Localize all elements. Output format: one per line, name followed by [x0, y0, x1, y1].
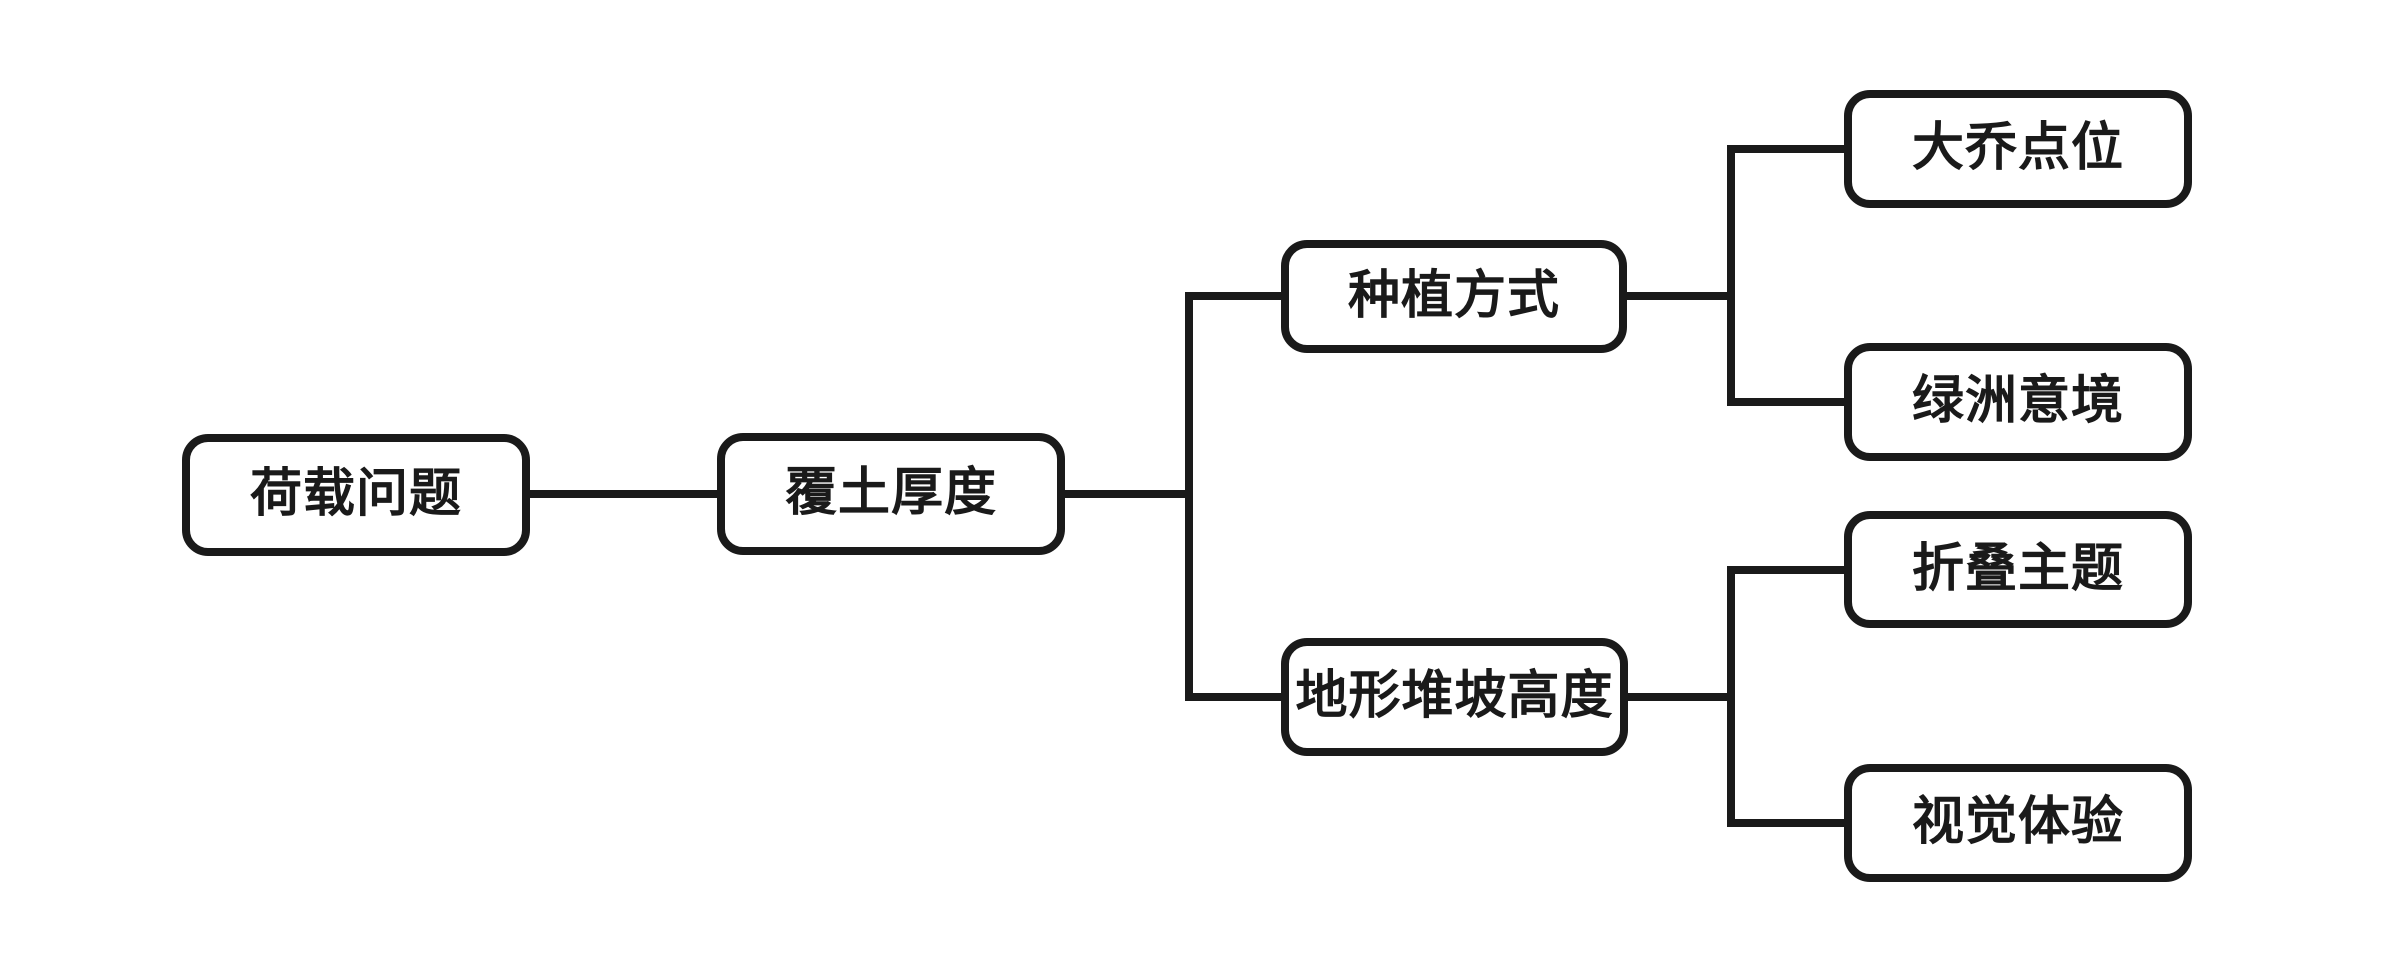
node-folding-theme[interactable]: 折叠主题 — [1844, 511, 2192, 628]
node-terrain-slope-height[interactable]: 地形堆坡高度 — [1281, 638, 1628, 756]
node-large-tree-positions[interactable]: 大乔点位 — [1844, 90, 2192, 208]
connector-trunk-planting-children — [1727, 145, 1735, 406]
connector-soil-cover-stub — [1061, 490, 1193, 498]
connector-trunk-level2 — [1185, 292, 1193, 701]
node-large-tree-positions-label: 大乔点位 — [1911, 120, 2124, 177]
connector-to-terrain — [1185, 693, 1285, 701]
node-load-problem[interactable]: 荷载问题 — [182, 434, 530, 556]
node-load-problem-label: 荷载问题 — [249, 466, 462, 523]
node-visual-experience[interactable]: 视觉体验 — [1844, 764, 2192, 882]
connector-trunk-terrain-children — [1727, 566, 1735, 827]
node-folding-theme-label: 折叠主题 — [1911, 540, 2124, 598]
connector-to-tree-points — [1727, 145, 1848, 153]
connector-terrain-stub — [1624, 693, 1735, 701]
node-oasis-ambience[interactable]: 绿洲意境 — [1844, 343, 2192, 461]
connector-to-planting — [1185, 292, 1285, 300]
node-planting-method-label: 种植方式 — [1347, 267, 1560, 325]
node-planting-method[interactable]: 种植方式 — [1281, 240, 1627, 353]
connector-to-folding — [1727, 566, 1848, 574]
node-soil-cover-thickness[interactable]: 覆土厚度 — [717, 433, 1065, 555]
node-visual-experience-label: 视觉体验 — [1911, 794, 2124, 851]
node-soil-cover-thickness-label: 覆土厚度 — [784, 465, 997, 522]
connector-to-oasis — [1727, 398, 1848, 406]
connector-root-to-soil-cover — [526, 490, 722, 498]
connector-to-visual — [1727, 819, 1848, 827]
connector-planting-stub — [1623, 292, 1735, 300]
node-terrain-slope-height-label: 地形堆坡高度 — [1295, 668, 1614, 725]
node-oasis-ambience-label: 绿洲意境 — [1911, 373, 2124, 430]
